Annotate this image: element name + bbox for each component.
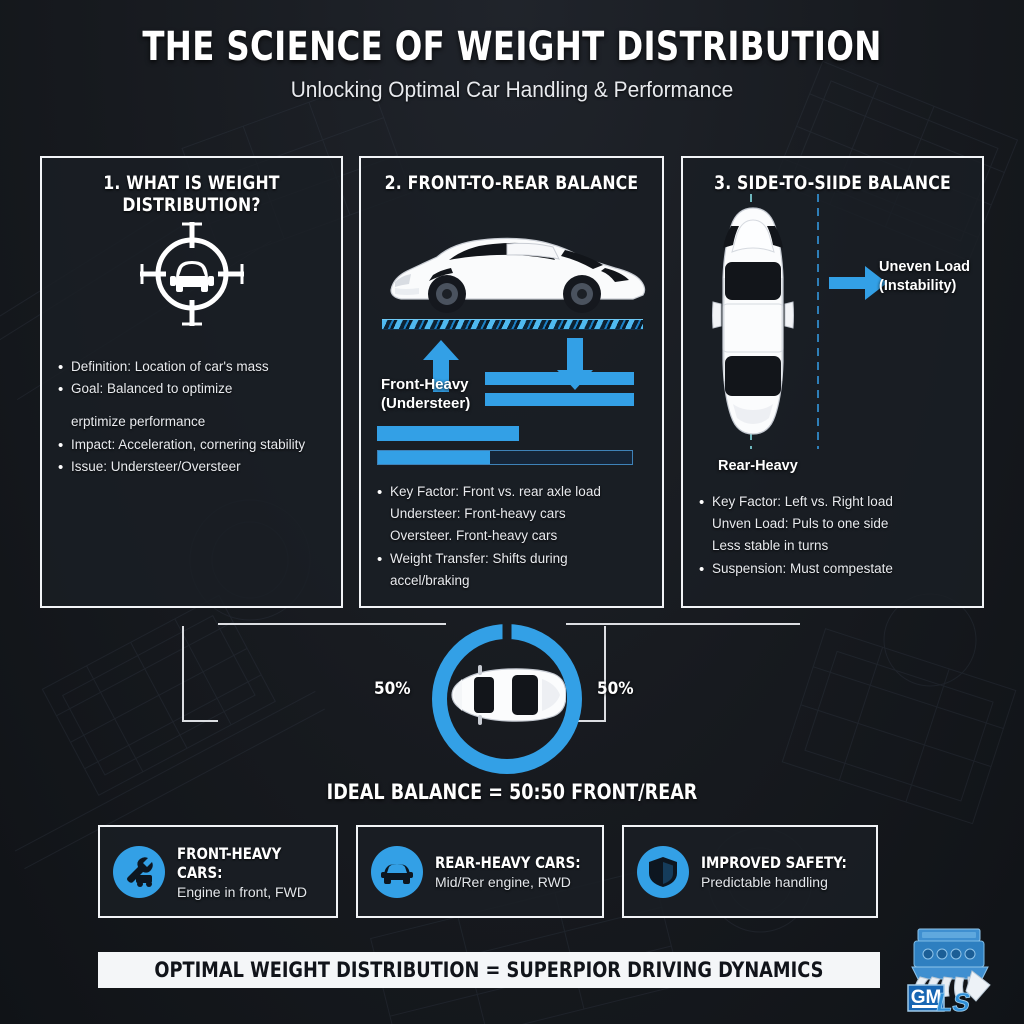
header: THE SCIENCE OF WEIGHT DISTRIBUTION Unloc… [0,24,1024,103]
load-bar-rear-2 [485,393,634,406]
bullet-text: Impact: Acceleration, cornering stabilit… [71,436,306,452]
panel-what-is-weight-distribution: 1. WHAT IS WEIGHT DISTRIBUTION? • Defini… [40,156,343,608]
panel-side-to-side-balance: 3. SIDE-TO-SIIDE BALANCE Uneven Load (In… [681,156,984,608]
list-item: • Weight Transfer: Shifts during [377,550,646,569]
panel3-bullet-list: • Key Factor: Left vs. Right load • Unve… [683,493,982,582]
bullet-dot: • [58,458,64,476]
percent-right: 50% [597,679,634,699]
card-text-group: REAR-HEAVY CARS: Mid/Rer engine, RWD [435,853,592,890]
panel3-heading: 3. SIDE-TO-SIIDE BALANCE [714,172,951,194]
list-item: • Goal: Balanced to optimize [58,380,325,399]
bullet-dot: • [58,359,64,376]
list-item: • Unven Load: Puls to one side [699,515,966,534]
sports-car-side-view [390,237,646,313]
banner-text: OPTIMAL WEIGHT DISTRIBUTION = SUPERPIOR … [154,958,824,982]
percent-left: 50% [374,679,411,699]
divider-line-right [566,623,800,625]
bullet-text: Less stable in turns [712,538,829,554]
card-front-heavy-cars[interactable]: FRONT-HEAVY CARS: Engine in front, FWD [98,825,338,918]
list-item: • Oversteer. Front-heavy cars [377,527,646,546]
front-heavy-line2: (Understeer) [381,394,471,412]
car-top-view [712,207,794,435]
bullet-text: Unven Load: Puls to one side [712,516,889,532]
panel-front-to-rear-balance: 2. FRONT-TO-REAR BALANCE Front-Heavy (Un… [359,156,664,608]
svg-text:GM: GM [911,987,942,1008]
list-item: • Understeer: Front-heavy cars [377,505,646,524]
bracket-right [566,626,606,722]
bullet-text: accel/braking [390,572,470,588]
bullet-text: Goal: Balanced to optimize [71,381,233,397]
reference-dashed-blue [817,194,819,449]
card-text-group: FRONT-HEAVY CARS: Engine in front, FWD [177,844,336,900]
bullet-dot: • [58,381,64,399]
panel1-bullet-list: • Definition: Location of car's mass • G… [42,358,341,480]
list-item: • Key Factor: Left vs. Right load [699,493,966,512]
card-title: REAR-HEAVY CARS: [435,853,581,872]
panel1-heading: 1. WHAT IS WEIGHT DISTRIBUTION? [103,172,280,216]
bullet-text: Understeer: Front-heavy cars [390,506,566,522]
load-bar-rear-1 [485,372,634,385]
arrow-up-icon [423,340,459,392]
bottom-banner: OPTIMAL WEIGHT DISTRIBUTION = SUPERPIOR … [98,952,880,988]
list-item: • Less stable in turns [699,537,966,556]
shield-icon [637,845,689,898]
list-item: • Issue: Understeer/Oversteer [58,458,325,477]
ideal-balance-caption: IDEAL BALANCE = 50:50 FRONT/REAR [326,780,698,804]
bullet-dot: • [58,436,64,454]
bullet-dot: • [377,484,383,501]
front-heavy-line1: Front-Heavy [381,376,469,393]
list-item: • Suspension: Must compestate [699,560,966,579]
bullet-text: Key Factor: Left vs. Right load [712,494,893,509]
crosshair-target-car-icon [139,222,244,326]
list-item: • Definition: Location of car's mass [58,358,325,377]
bracket-left [182,626,218,722]
front-heavy-label: Front-Heavy (Understeer) [381,376,470,414]
list-item: • Key Factor: Front vs. rear axle load [377,483,646,502]
svg-text:LS: LS [934,987,974,1017]
load-bar-front-1 [377,426,519,441]
engine-wrench-icon [113,845,165,898]
bullet-text: Weight Transfer: Shifts during [390,550,568,566]
card-subtitle: Engine in front, FWD [177,883,307,900]
bullet-text: Key Factor: Front vs. rear axle load [390,484,601,499]
bullet-dot: • [377,550,383,568]
card-title: IMPROVED SAFETY: [701,853,847,872]
card-subtitle: Mid/Rer engine, RWD [435,874,571,890]
uneven-load-label: Uneven Load (Instability) [879,258,970,296]
uneven-load-line2: (Instability) [879,277,957,294]
page-subtitle: Unlocking Optimal Car Handling & Perform… [290,77,734,102]
bullet-dot: • [699,494,705,511]
card-title: FRONT-HEAVY CARS: [177,843,282,882]
bullet-text: Issue: Understeer/Oversteer [71,458,241,474]
load-bar-fill [378,451,490,464]
card-subtitle: Predictable handling [701,874,828,890]
bullet-text: Suspension: Must compestate [712,560,893,576]
panel2-heading: 2. FRONT-TO-REAR BALANCE [384,172,639,194]
uneven-load-line1: Uneven Load [879,259,971,275]
bullet-dot: • [699,560,705,578]
card-rear-heavy-cars[interactable]: REAR-HEAVY CARS: Mid/Rer engine, RWD [356,825,604,918]
page-title: THE SCIENCE OF WEIGHT DISTRIBUTION [142,24,882,70]
divider-line-left [218,623,446,625]
bullet-text: Definition: Location of car's mass [71,359,269,374]
list-item: • erptimize performance [58,413,325,432]
rear-heavy-label: Rear-Heavy [718,458,798,474]
list-item: • accel/braking [377,572,646,591]
car-front-icon [371,845,423,898]
arrow-right-icon [829,266,887,300]
bullet-text: erptimize performance [71,414,206,430]
car-top-view-small [451,665,566,725]
balance-ring-group [424,624,590,776]
card-improved-safety[interactable]: IMPROVED SAFETY: Predictable handling [622,825,878,918]
panel2-bullet-list: • Key Factor: Front vs. rear axle load •… [361,483,662,594]
list-item: • Impact: Acceleration, cornering stabil… [58,436,325,455]
card-text-group: IMPROVED SAFETY: Predictable handling [701,853,858,890]
bullet-text: Oversteer. Front-heavy cars [390,528,558,544]
gm-ls-engine-logo: GM LS [907,928,991,1017]
road-strip [382,319,643,330]
